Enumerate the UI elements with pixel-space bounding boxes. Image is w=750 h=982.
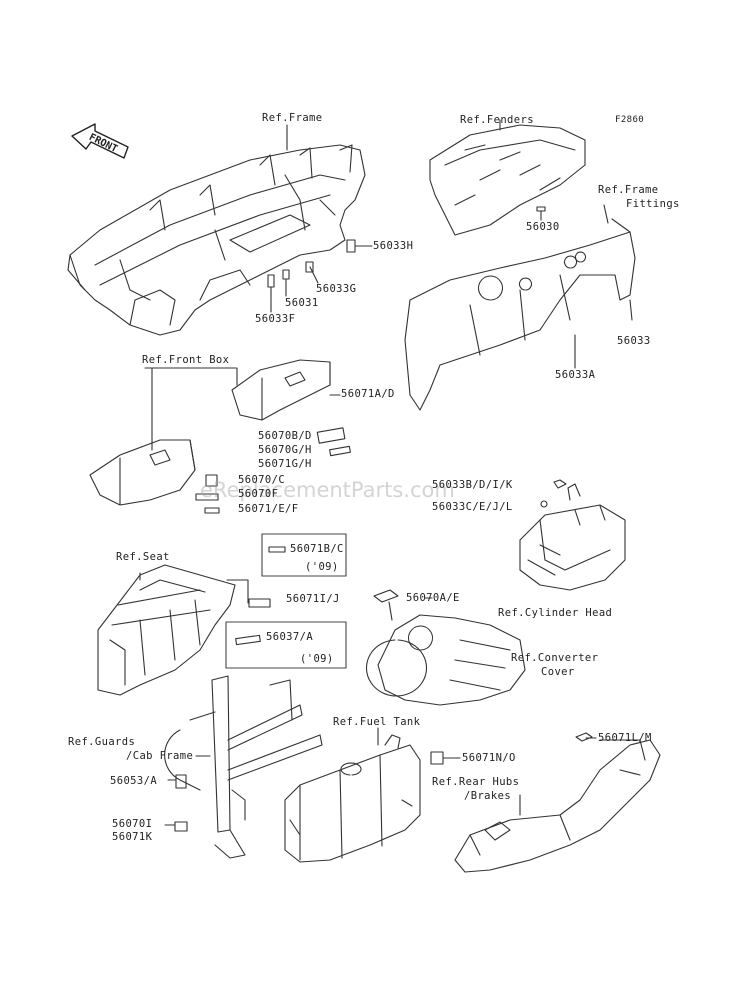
decal-56071lm (575, 732, 593, 742)
label-ref-frame-fittings-2: Fittings (626, 198, 680, 210)
decal-56070c (205, 474, 218, 487)
label-ref-frame: Ref.Frame (262, 112, 323, 124)
label-ref-guards-2: /Cab Frame (126, 750, 194, 762)
decal-56030 (536, 206, 546, 212)
decal-56071ef (204, 507, 220, 514)
label-56071bc: 56071B/C (290, 543, 344, 555)
label-ref-converter-2: Cover (541, 666, 575, 678)
label-56053a: 56053/A (110, 775, 158, 787)
callout-box-56037a (225, 621, 347, 669)
label-ref-frame-fittings-1: Ref.Frame (598, 184, 659, 196)
decal-56033h (346, 239, 356, 253)
label-ref-rear-hubs-2: /Brakes (464, 790, 512, 802)
label-56070gh: 56070G/H (258, 444, 312, 456)
label-ref-fenders: Ref.Fenders (460, 114, 534, 126)
label-56070f: 56070F (238, 488, 279, 500)
label-56071ij: 56071I/J (286, 593, 340, 605)
cab-frame-drawing (164, 675, 323, 859)
frame-drawing (67, 144, 366, 336)
label-56033h: 56033H (373, 240, 414, 252)
diagram-code: F2860 (615, 115, 645, 125)
front-box-upper-drawing (231, 359, 331, 421)
label-56033a: 56033A (555, 369, 596, 381)
decal-56033f (267, 274, 275, 288)
label-56071k: 56071K (112, 831, 153, 843)
decal-56070ae (373, 589, 399, 603)
decal-56071no (430, 751, 444, 765)
label-ref-rear-hubs-1: Ref.Rear Hubs (432, 776, 520, 788)
label-ref-fuel-tank: Ref.Fuel Tank (333, 716, 421, 728)
cylinder-head-drawing (519, 483, 626, 591)
decal-56033bdik (553, 479, 567, 489)
label-56071no: 56071N/O (462, 752, 516, 764)
label-ref-converter-1: Ref.Converter (511, 652, 599, 664)
decal-56033cejl (540, 500, 548, 508)
label-56071ef: 56071/E/F (238, 503, 299, 515)
decal-56070i (174, 821, 188, 832)
front-box-lower-drawing (89, 439, 196, 506)
decal-56071ij (248, 598, 271, 608)
label-56037a: 56037/A (266, 631, 314, 643)
decal-56053a (175, 774, 187, 789)
label-56071gh: 56071G/H (258, 458, 312, 470)
decal-56033g (305, 261, 314, 273)
seat-drawing (97, 564, 236, 696)
decal-56070f (195, 493, 219, 501)
label-56071lm: 56071L/M (598, 732, 652, 744)
watermark: eReplacementParts.com (200, 478, 455, 502)
decal-56070bd (316, 427, 346, 444)
label-ref-front-box: Ref.Front Box (142, 354, 230, 366)
fenders-drawing (429, 119, 586, 236)
label-56070c: 56070/C (238, 474, 286, 486)
frame-fittings-drawing (404, 204, 636, 411)
rear-hubs-drawing (454, 739, 661, 873)
decal-56071bc (268, 546, 286, 553)
label-ref-cylinder-head: Ref.Cylinder Head (498, 607, 613, 619)
label-56070bd: 56070B/D (258, 430, 312, 442)
label-year-09-b: ('09) (300, 653, 334, 665)
decal-56070gh (329, 445, 351, 457)
fuel-tank-drawing (284, 727, 421, 863)
label-56071ad: 56071A/D (341, 388, 395, 400)
callout-box-56071bc (261, 533, 347, 577)
label-56031: 56031 (285, 297, 319, 309)
converter-cover-drawing (365, 614, 526, 706)
decal-56031 (282, 269, 290, 280)
front-arrow-icon (71, 123, 129, 159)
label-ref-seat: Ref.Seat (116, 551, 170, 563)
label-56030: 56030 (526, 221, 560, 233)
label-ref-guards-1: Ref.Guards (68, 736, 136, 748)
label-56033g: 56033G (316, 283, 357, 295)
label-56070i: 56070I (112, 818, 153, 830)
label-56033f: 56033F (255, 313, 296, 325)
label-56033bdik: 56033B/D/I/K (432, 479, 513, 491)
label-year-09-a: ('09) (305, 561, 339, 573)
label-56033: 56033 (617, 335, 651, 347)
label-56070ae: 56070A/E (406, 592, 460, 604)
decal-56037a (235, 634, 261, 646)
label-56033cejl: 56033C/E/J/L (432, 501, 513, 513)
